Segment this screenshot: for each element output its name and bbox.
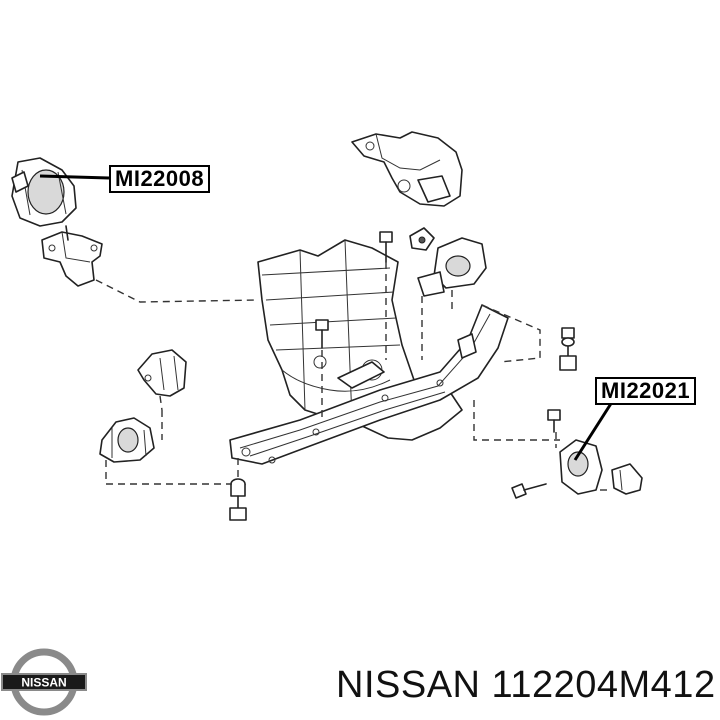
center-bolt — [315, 319, 329, 349]
right-upper-insulator — [409, 227, 487, 297]
left-mount-bracket — [41, 225, 103, 287]
part-caption: NISSAN 112204M412 — [336, 664, 716, 706]
right-lower-bolt — [511, 483, 547, 499]
part-number-label-mi22008: MI22008 — [109, 165, 211, 193]
nissan-logo: NISSAN — [1, 648, 87, 716]
right-lower-mount-insulator — [547, 409, 603, 495]
nissan-logo-text: NISSAN — [21, 676, 66, 690]
upper-bolt — [379, 231, 393, 263]
right-bolt-stack — [559, 327, 577, 371]
right-lower-mount-bracket — [611, 463, 643, 495]
front-crossmember — [229, 304, 509, 465]
left-middle-bracket — [137, 349, 187, 397]
upper-right-mount-bracket — [351, 131, 463, 207]
left-lower-insulator — [99, 417, 155, 463]
label-leader-lines — [39, 174, 614, 461]
left-mount-insulator — [11, 157, 77, 227]
part-number-label-mi22021: MI22021 — [595, 377, 697, 405]
lower-left-bushing-bolt — [229, 478, 247, 521]
dashed-connector-lines — [95, 262, 608, 491]
